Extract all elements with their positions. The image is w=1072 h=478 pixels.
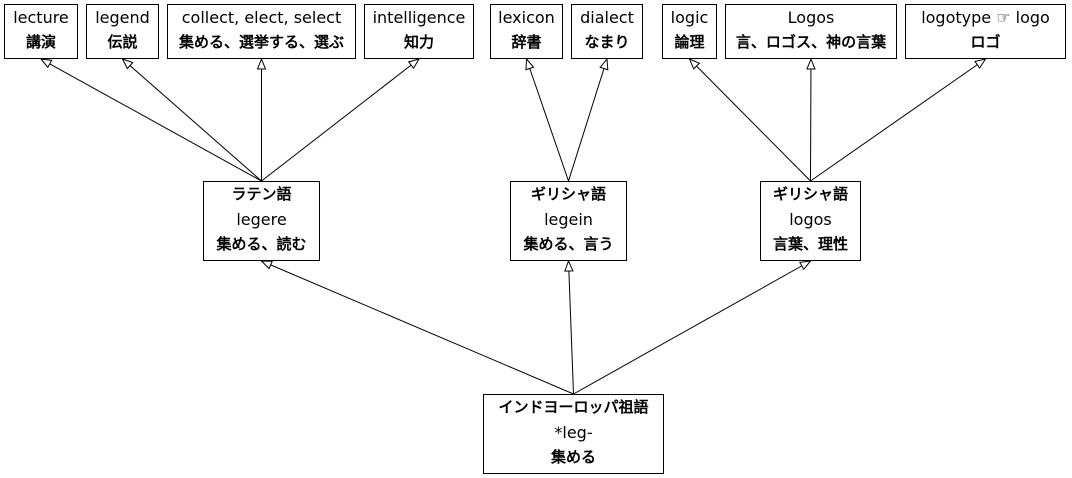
node-latin-meaning: 集める、読む bbox=[216, 235, 307, 253]
node-legend: legend 伝説 bbox=[86, 4, 159, 59]
node-logotype-meaning: ロゴ bbox=[970, 33, 1001, 51]
node-latin-language: ラテン語 bbox=[231, 185, 292, 203]
node-logos-word: Logos 言、ロゴス、神の言葉 bbox=[725, 4, 897, 59]
node-logos-word-term: Logos bbox=[787, 8, 835, 27]
node-logic-word: logic bbox=[670, 8, 709, 27]
node-lecture: lecture 講演 bbox=[4, 4, 78, 59]
node-legend-word: legend bbox=[95, 8, 150, 27]
node-greek-legein-meaning: 集める、言う bbox=[523, 235, 614, 253]
node-greek-logos: ギリシャ語 logos 言葉、理性 bbox=[760, 181, 861, 261]
node-latin-word: legere bbox=[236, 210, 287, 229]
node-logos-word-meaning: 言、ロゴス、神の言葉 bbox=[735, 33, 887, 51]
arrowhead-icon bbox=[599, 57, 609, 71]
node-logotype-word: logotype ☞ logo bbox=[921, 8, 1050, 27]
node-lexicon-meaning: 辞書 bbox=[511, 33, 542, 51]
node-collect-meaning: 集める、選挙する、選ぶ bbox=[178, 33, 344, 51]
edge-root-to-greek2 bbox=[573, 260, 812, 395]
edge-greek2-to-logotype bbox=[810, 58, 987, 182]
node-lexicon: lexicon 辞書 bbox=[490, 4, 563, 59]
arrowhead-icon bbox=[688, 58, 701, 70]
edge-line bbox=[689, 58, 811, 182]
arrowhead-icon bbox=[799, 260, 812, 271]
node-intelligence-word: intelligence bbox=[372, 8, 466, 27]
node-collect-word: collect, elect, select bbox=[181, 8, 342, 27]
arrowhead-icon bbox=[407, 58, 421, 70]
edge-root-to-latin bbox=[260, 260, 574, 395]
node-lexicon-word: lexicon bbox=[498, 8, 555, 27]
edge-line bbox=[568, 58, 608, 182]
node-greek-logos-language: ギリシャ語 bbox=[772, 185, 848, 203]
node-greek-logos-meaning: 言葉、理性 bbox=[772, 235, 848, 253]
arrowhead-icon bbox=[256, 57, 267, 70]
node-lecture-meaning: 講演 bbox=[25, 33, 56, 51]
node-dialect: dialect なまり bbox=[571, 4, 643, 59]
arrowhead-icon bbox=[974, 58, 987, 69]
edge-latin-to-collect bbox=[256, 57, 267, 181]
edge-greek2-to-logic bbox=[688, 58, 811, 182]
node-lecture-word: lecture bbox=[13, 8, 69, 27]
node-logic-meaning: 論理 bbox=[674, 33, 705, 51]
edge-line bbox=[810, 58, 986, 182]
node-latin: ラテン語 legere 集める、読む bbox=[203, 181, 320, 261]
node-greek-legein-language: ギリシャ語 bbox=[530, 185, 606, 203]
edge-line bbox=[526, 58, 569, 182]
edge-root-to-greek1 bbox=[564, 259, 574, 395]
node-root-meaning: 集める bbox=[550, 448, 596, 466]
edge-line bbox=[261, 260, 574, 395]
edge-greek1-to-lexicon bbox=[525, 57, 569, 182]
edge-greek2-to-Logos bbox=[806, 57, 816, 182]
node-intelligence-meaning: 知力 bbox=[403, 33, 434, 51]
edge-line bbox=[568, 260, 574, 395]
edge-latin-to-intelligence bbox=[261, 58, 421, 182]
arrowhead-icon bbox=[260, 260, 274, 270]
edge-line bbox=[122, 58, 262, 182]
arrowhead-icon bbox=[121, 58, 134, 70]
node-root-language: インドヨーロッパ祖語 bbox=[498, 398, 649, 416]
arrowhead-icon bbox=[564, 259, 574, 272]
node-collect: collect, elect, select 集める、選挙する、選ぶ bbox=[167, 4, 356, 59]
arrowhead-icon bbox=[39, 58, 53, 69]
edge-line bbox=[261, 58, 420, 182]
node-dialect-meaning: なまり bbox=[584, 33, 630, 51]
node-logic: logic 論理 bbox=[662, 4, 717, 59]
edge-latin-to-legend bbox=[121, 58, 262, 182]
node-root-word: *leg- bbox=[554, 423, 593, 442]
edge-line bbox=[40, 58, 262, 182]
node-greek-legein-word: legein bbox=[544, 210, 593, 229]
edge-latin-to-lecture bbox=[39, 58, 262, 182]
edge-greek1-to-dialect bbox=[568, 57, 609, 182]
node-greek-legein: ギリシャ語 legein 集める、言う bbox=[510, 181, 627, 261]
node-greek-logos-word: logos bbox=[789, 210, 832, 229]
arrowhead-icon bbox=[525, 57, 535, 71]
edge-line bbox=[810, 58, 812, 182]
node-intelligence: intelligence 知力 bbox=[364, 4, 474, 59]
node-dialect-word: dialect bbox=[580, 8, 634, 27]
edge-line bbox=[573, 260, 811, 395]
arrowhead-icon bbox=[806, 57, 816, 70]
node-root-pie: インドヨーロッパ祖語 *leg- 集める bbox=[483, 394, 664, 474]
node-legend-meaning: 伝説 bbox=[107, 33, 138, 51]
node-logotype: logotype ☞ logo ロゴ bbox=[905, 4, 1066, 59]
